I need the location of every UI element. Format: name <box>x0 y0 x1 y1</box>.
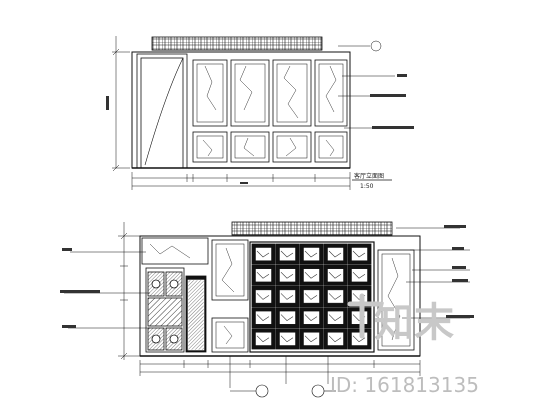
grid-tile-inset <box>279 332 296 346</box>
grid-tile-inset <box>255 268 272 283</box>
watermark-logo-text: 知末 <box>374 300 454 346</box>
grid-tile-vein <box>256 250 270 258</box>
grid-tile-vein <box>304 314 318 321</box>
top-horizontal-dimension <box>131 172 351 190</box>
grid-tile-vein <box>352 271 366 279</box>
grid-tile-vein <box>256 314 270 321</box>
top-leaders <box>338 40 395 129</box>
bottom-elevation <box>60 221 474 398</box>
grid-tile-inset <box>303 247 320 261</box>
grid-tile-vein <box>304 250 318 258</box>
grid-tile-inset <box>255 289 272 304</box>
grid-tile-inset <box>255 247 272 261</box>
grid-tile-inset <box>255 332 272 346</box>
grid-tile-vein <box>280 250 294 258</box>
bottom-cornice-band <box>231 221 393 236</box>
grid-tile-inset <box>327 332 344 346</box>
grid-tile-inset <box>279 268 296 283</box>
grid-tile-vein <box>304 293 318 300</box>
top-vertical-dimension <box>106 36 130 172</box>
watermark: 知末 ID: 161813135 <box>330 293 479 397</box>
grid-tile-vein <box>352 335 366 343</box>
top-wall-outline <box>131 51 351 169</box>
top-elevation <box>106 36 414 190</box>
grid-tile-vein <box>256 271 270 279</box>
top-leader-labels <box>370 74 414 129</box>
grid-tile-inset <box>303 289 320 304</box>
section-marker-a <box>230 384 269 398</box>
grid-tile-vein <box>280 293 294 300</box>
grid-tile-inset <box>327 268 344 283</box>
grid-tile-vein <box>280 314 294 321</box>
top-elevation-scale: 1:50 <box>360 183 374 190</box>
grid-tile-inset <box>255 310 272 325</box>
watermark-id-text: ID: 161813135 <box>330 373 479 397</box>
grid-tile-inset <box>279 289 296 304</box>
grid-tile-vein <box>256 293 270 300</box>
top-upper-panels <box>192 59 348 127</box>
bottom-vertical-dimension <box>118 222 140 360</box>
bottom-grid-feature <box>249 241 375 353</box>
grid-tile-vein <box>328 250 342 258</box>
grid-tile-vein <box>352 250 366 258</box>
grid-tile-vein <box>280 271 294 279</box>
top-door <box>136 53 188 169</box>
grid-tile-inset <box>327 310 344 325</box>
top-elevation-title: 客厅立面图 <box>354 172 384 180</box>
grid-tile-inset <box>351 247 368 261</box>
top-marble-veins <box>202 65 337 157</box>
grid-tile-inset <box>279 247 296 261</box>
grid-tile-vein <box>328 271 342 279</box>
grid-tile-inset <box>303 332 320 346</box>
grid-tile-inset <box>279 310 296 325</box>
top-cornice-band <box>151 36 323 51</box>
grid-tile-inset <box>303 268 320 283</box>
grid-tile-inset <box>351 268 368 283</box>
grid-tile-inset <box>327 247 344 261</box>
bottom-left-cabinet <box>145 267 185 353</box>
grid-tile-vein <box>304 335 318 343</box>
bottom-right-labels <box>444 225 474 318</box>
section-marker-b <box>311 384 336 398</box>
top-lower-panels <box>192 131 348 163</box>
watermark-logo-icon <box>347 293 381 339</box>
grid-tile-vein <box>328 293 342 300</box>
grid-tile-vein <box>304 271 318 279</box>
grid-tile-vein <box>280 335 294 343</box>
bottom-horizontal-dimension <box>139 356 421 388</box>
bottom-grid-cells <box>251 243 372 350</box>
grid-tile-vein <box>328 314 342 321</box>
grid-tile-inset <box>303 310 320 325</box>
bottom-left-labels <box>60 248 100 328</box>
grid-tile-vein <box>256 335 270 343</box>
grid-tile-vein <box>328 335 342 343</box>
grid-tile-inset <box>327 289 344 304</box>
